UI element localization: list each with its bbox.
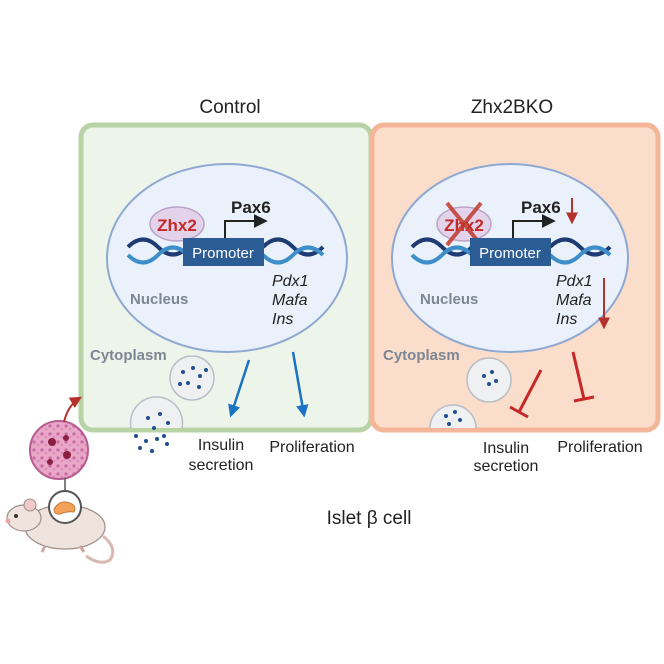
control-target-mafa: Mafa — [272, 292, 308, 309]
control-promoter-label: Promoter — [192, 245, 254, 262]
islet-to-cell-arrow — [63, 396, 83, 423]
mouse-icon — [5, 498, 115, 564]
ko-insulin-label: Insulin — [483, 440, 529, 457]
control-nucleus-label: Nucleus — [130, 291, 188, 308]
ko-target-pdx1: Pdx1 — [556, 273, 592, 290]
control-secreting-vesicle — [129, 396, 184, 453]
control-title: Control — [199, 97, 260, 118]
ko-promoter — [470, 238, 551, 266]
ko-dna-helix — [410, 237, 612, 265]
control-proliferation-label: Proliferation — [269, 439, 354, 456]
ko-pax6-label: Pax6 — [521, 198, 561, 217]
control-cytoplasm-label: Cytoplasm — [90, 347, 167, 364]
ko-docked-vesicle — [429, 404, 477, 429]
islet-beta-cell-caption: Islet β cell — [327, 508, 412, 529]
ko-insulin-vesicle — [466, 357, 512, 403]
control-insulin-vesicle — [169, 355, 215, 401]
control-target-ins: Ins — [272, 311, 293, 328]
control-secretion-arrow — [228, 359, 251, 418]
pancreas-magnifier-icon — [48, 478, 82, 524]
islet-tissue-icon — [29, 420, 89, 480]
ko-title: Zhx2BKO — [471, 97, 553, 118]
control-insulin-label: Insulin — [198, 437, 244, 454]
ko-promoter-label: Promoter — [479, 245, 541, 262]
control-transcription-arrow — [224, 214, 268, 238]
control-target-pdx1: Pdx1 — [272, 273, 308, 290]
control-zhx2-label: Zhx2 — [157, 216, 197, 235]
control-zhx2-protein — [149, 206, 205, 242]
ko-transcription-arrow — [512, 214, 556, 238]
ko-secretion-label: secretion — [474, 458, 539, 475]
ko-target-ins: Ins — [556, 311, 577, 328]
ko-proliferation-label: Proliferation — [557, 439, 642, 456]
control-promoter — [183, 238, 264, 266]
ko-secretion-inhibition — [509, 369, 543, 419]
ko-target-mafa: Mafa — [556, 292, 592, 309]
ko-nucleus-label: Nucleus — [420, 291, 478, 308]
control-pax6-label: Pax6 — [231, 198, 271, 217]
control-dna-helix — [126, 237, 325, 265]
control-secretion-label: secretion — [189, 457, 254, 474]
ko-cytoplasm-label: Cytoplasm — [383, 347, 460, 364]
control-proliferation-arrow — [291, 351, 309, 418]
ko-proliferation-inhibition — [571, 351, 595, 403]
